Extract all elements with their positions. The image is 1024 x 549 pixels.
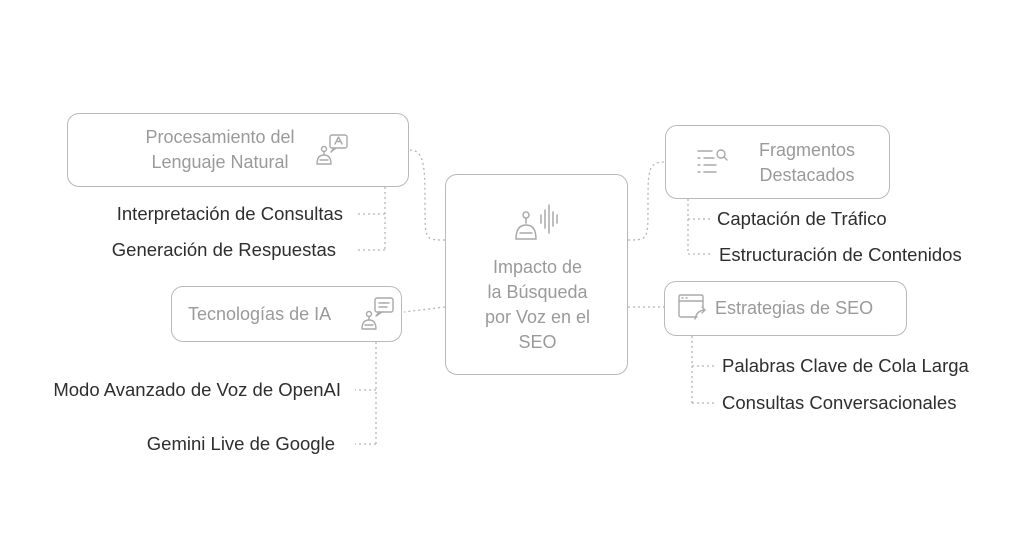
central-title-line-3: por Voz en el: [484, 307, 591, 327]
leaf-nlp-2: Generación de Respuestas: [111, 239, 336, 260]
central-title-line-4: SEO: [518, 332, 557, 352]
list-search-icon: [697, 149, 728, 173]
connector-center-snippets: [627, 161, 666, 241]
leaf-seo-2: Consultas Conversacionales: [722, 392, 957, 413]
leaf-ai-2: Gemini Live de Google: [146, 433, 335, 454]
branch-node-nlp: Procesamiento del Lenguaje Natural: [67, 113, 409, 187]
connector-ai-leaves: [355, 342, 377, 445]
voice-assistant-robot-icon: [515, 204, 558, 240]
leaf-ai-1: Modo Avanzado de Voz de OpenAI: [53, 379, 341, 400]
seo-title: Estrategias de SEO: [715, 298, 874, 318]
snippets-title-line-2: Destacados: [759, 165, 855, 185]
connector-seo-leaves: [691, 336, 715, 404]
snippets-title-line-1: Fragmentos: [758, 140, 856, 160]
connector-center-ai: [403, 306, 446, 313]
leaf-snippets-1: Captación de Tráfico: [717, 208, 887, 229]
leaf-nlp-1: Interpretación de Consultas: [116, 203, 343, 224]
robot-translate-icon: [316, 134, 348, 165]
central-title-line-2: la Búsqueda: [487, 282, 588, 302]
connector-center-nlp: [409, 149, 446, 241]
central-title-line-1: Impacto de: [492, 257, 583, 277]
branch-node-snippets: Fragmentos Destacados: [665, 125, 890, 199]
leaf-snippets-2: Estructuración de Contenidos: [719, 244, 962, 265]
connector-nlp-leaves: [356, 187, 386, 251]
branch-node-seo: Estrategias de SEO: [664, 281, 907, 336]
browser-redirect-icon: [678, 294, 706, 320]
ai-title: Tecnologías de IA: [188, 304, 332, 324]
nlp-title-line-1: Procesamiento del: [145, 127, 295, 147]
branch-node-ai: Tecnologías de IA: [171, 286, 402, 342]
leaf-seo-1: Palabras Clave de Cola Larga: [722, 355, 969, 376]
connector-snippets-leaves: [687, 199, 710, 255]
nlp-title-line-2: Lenguaje Natural: [151, 152, 289, 172]
robot-chat-icon: [361, 297, 394, 330]
central-node: Impacto de la Búsqueda por Voz en el SEO: [445, 174, 628, 375]
